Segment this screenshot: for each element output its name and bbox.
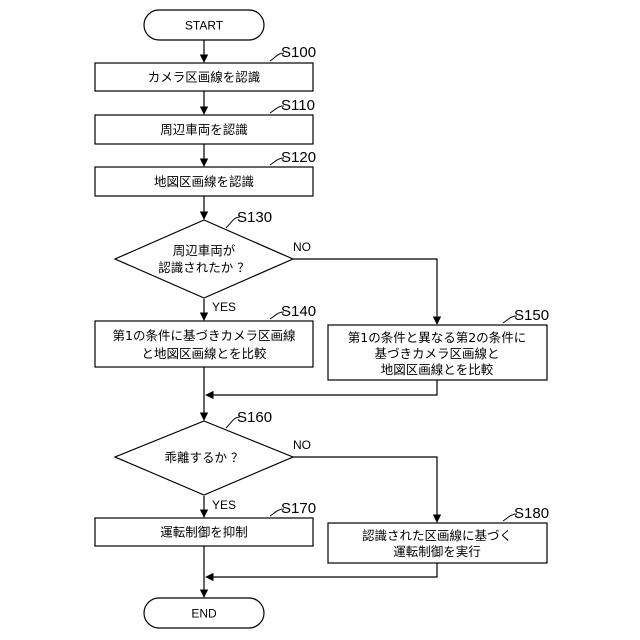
step-s180-id: S180 <box>514 505 549 522</box>
step-s110: 周辺車両を認識 S110 <box>95 97 315 144</box>
step-s170: 運転制御を抑制 S170 <box>95 500 316 546</box>
step-s150-id: S150 <box>514 307 549 324</box>
step-s100-id: S100 <box>281 44 316 61</box>
step-s170-text: 運転制御を抑制 <box>160 525 248 540</box>
step-s180-line2: 運転制御を実行 <box>393 544 481 559</box>
decision-s130-line1: 周辺車両が <box>173 243 236 258</box>
end-label: END <box>191 607 217 621</box>
decision-s130: 周辺車両が 認識されたか ？ S130 NO YES <box>115 209 311 314</box>
step-s140-line1: 第1の条件に基づきカメラ区画線 <box>113 328 296 343</box>
step-s120: 地図区画線を認識 S120 <box>95 149 316 196</box>
step-s100-text: カメラ区画線を認識 <box>148 70 261 85</box>
decision-s160-yes-label: YES <box>212 498 236 512</box>
decision-s130-no-label: NO <box>293 240 311 254</box>
step-s120-text: 地図区画線を認識 <box>154 174 254 189</box>
decision-s130-yes-label: YES <box>212 300 236 314</box>
step-s140-line2: と地図区画線とを比較 <box>141 346 267 361</box>
decision-s160-id: S160 <box>237 409 272 426</box>
end-terminal: END <box>144 598 264 628</box>
decision-s130-id: S130 <box>237 209 272 226</box>
arrow-s150-merge <box>206 380 437 395</box>
step-s170-id: S170 <box>281 500 316 517</box>
step-s110-id: S110 <box>281 97 315 114</box>
decision-s160: 乖離するか ？ S160 NO YES <box>115 409 311 512</box>
step-s120-id: S120 <box>281 149 316 166</box>
step-s150-line1: 第1の条件と異なる第2の条件に <box>348 330 526 345</box>
step-s150: 第1の条件と異なる第2の条件に 基づきカメラ区画線と 地図区画線とを比較 S15… <box>328 307 549 380</box>
decision-s130-line2: 認識されたか ？ <box>158 260 249 275</box>
arrow-s180-merge <box>206 563 437 577</box>
step-s110-text: 周辺車両を認識 <box>160 122 248 137</box>
step-s140: 第1の条件に基づきカメラ区画線 と地図区画線とを比較 S140 <box>95 303 316 367</box>
step-s150-line2: 基づきカメラ区画線と <box>374 346 499 361</box>
step-s180: 認識された区画線に基づく 運転制御を実行 S180 <box>328 505 549 563</box>
start-terminal: START <box>144 10 264 40</box>
decision-s160-text: 乖離するか ？ <box>165 450 244 465</box>
step-s140-id: S140 <box>281 303 316 320</box>
start-label: START <box>185 19 224 33</box>
step-s150-line3: 地図区画線とを比較 <box>381 362 494 377</box>
step-s180-line1: 認識された区画線に基づく <box>362 528 512 543</box>
decision-s160-no-label: NO <box>293 438 311 452</box>
step-s100: カメラ区画線を認識 S100 <box>95 44 316 91</box>
